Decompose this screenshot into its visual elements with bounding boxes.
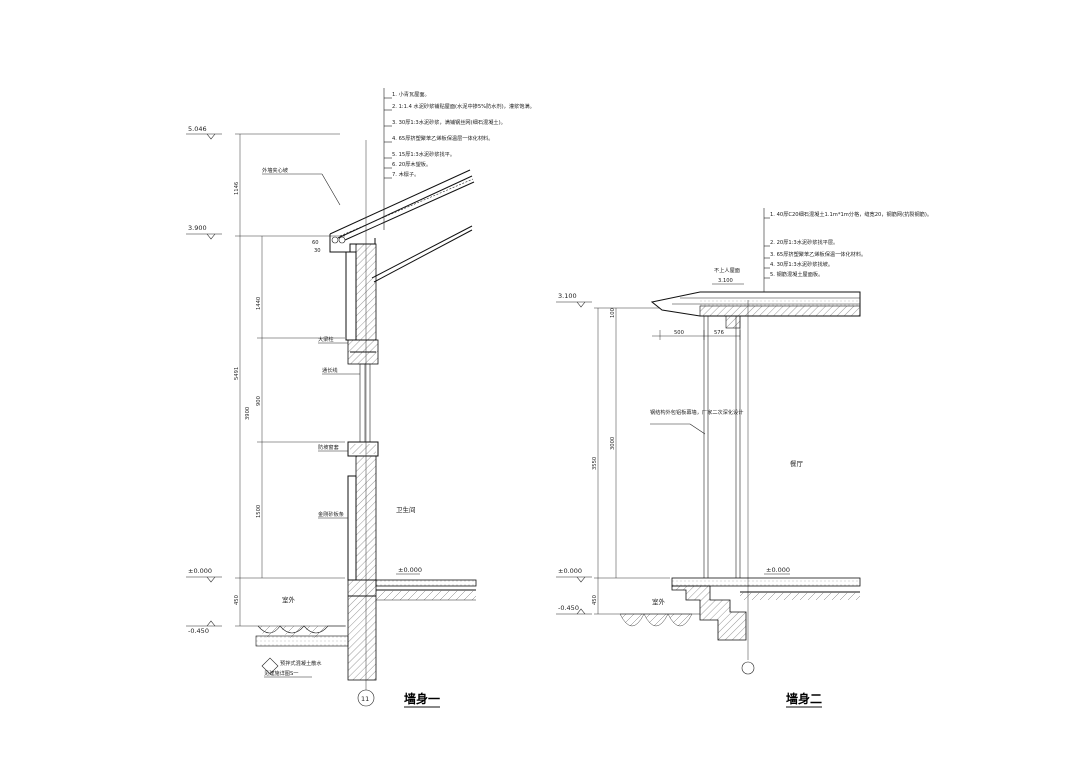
svg-text:3. 65厚挤塑聚苯乙烯板保温一体化材料。: 3. 65厚挤塑聚苯乙烯板保温一体化材料。 xyxy=(770,250,866,258)
svg-text:±0.000: ±0.000 xyxy=(398,566,422,574)
dimension-top-right: 500 576 xyxy=(652,330,741,340)
svg-text:900: 900 xyxy=(256,396,262,406)
svg-text:5491: 5491 xyxy=(234,367,240,380)
level-marker-3900: 3.900 xyxy=(186,224,222,240)
dimension-chain-outer: 1146 5491 450 xyxy=(234,133,345,627)
svg-text:预拌式混凝土散水: 预拌式混凝土散水 xyxy=(280,659,322,667)
svg-text:450: 450 xyxy=(592,595,598,605)
svg-text:3. 30厚1:3水泥砂浆，满铺钢丝网(细石混凝土)。: 3. 30厚1:3水泥砂浆，满铺钢丝网(细石混凝土)。 xyxy=(392,118,506,126)
svg-text:4. 65厚挤塑聚苯乙烯板保温层一体化材料。: 4. 65厚挤塑聚苯乙烯板保温层一体化材料。 xyxy=(392,134,493,142)
svg-text:7. 木檩子。: 7. 木檩子。 xyxy=(392,170,419,178)
dimension-chain-right: 3550 450 3000 100 xyxy=(592,307,670,615)
roof-notes-left: 1. 小青瓦屋面。 2. 1:1.4 水泥砂浆铺贴屋面(水泥中掺5%防水剂)，灌… xyxy=(383,88,535,230)
svg-text:不上人屋面: 不上人屋面 xyxy=(714,266,740,274)
svg-text:1440: 1440 xyxy=(256,297,262,310)
level-marker-3100: 3.100 xyxy=(556,292,592,308)
flat-roof: 不上人屋面 3.100 xyxy=(650,266,861,329)
svg-text:5.046: 5.046 xyxy=(188,125,207,133)
svg-text:卫生间: 卫生间 xyxy=(396,505,416,514)
roof-notes-right: 1. 40厚C20细石混凝土1.1m*1m分格，缝宽20，钢筋网(抗裂钢筋)。 … xyxy=(763,208,932,292)
svg-text:6. 20厚木望板。: 6. 20厚木望板。 xyxy=(392,160,431,168)
svg-text:见建施详图S一: 见建施详图S一 xyxy=(264,669,298,677)
svg-text:1146: 1146 xyxy=(234,182,240,195)
svg-text:5. 钢筋混凝土屋面板。: 5. 钢筋混凝土屋面板。 xyxy=(770,270,823,278)
svg-text:通长线: 通长线 xyxy=(322,366,338,374)
svg-text:-0.450: -0.450 xyxy=(188,627,209,635)
level-marker-neg450: -0.450 xyxy=(186,620,222,635)
svg-text:3.900: 3.900 xyxy=(188,224,207,232)
svg-text:1. 小青瓦屋面。: 1. 小青瓦屋面。 xyxy=(392,90,430,98)
floor-slab-left: ±0.000 xyxy=(375,566,477,601)
svg-text:450: 450 xyxy=(234,595,240,605)
svg-text:60: 60 xyxy=(312,240,319,246)
svg-text:-0.450: -0.450 xyxy=(558,604,579,612)
svg-text:±0.000: ±0.000 xyxy=(766,566,790,574)
svg-text:室外: 室外 xyxy=(282,595,296,604)
svg-text:±0.000: ±0.000 xyxy=(188,567,212,575)
svg-text:3900: 3900 xyxy=(245,407,251,420)
svg-text:1. 40厚C20细石混凝土1.1m*1m分格，缝宽20，钢: 1. 40厚C20细石混凝土1.1m*1m分格，缝宽20，钢筋网(抗裂钢筋)。 xyxy=(770,210,932,218)
svg-text:大梁柱: 大梁柱 xyxy=(318,335,334,343)
dimension-chain-inner: 1440 900 1500 3900 xyxy=(245,236,345,578)
svg-text:5. 15厚1:3水泥砂浆找平。: 5. 15厚1:3水泥砂浆找平。 xyxy=(392,150,455,158)
svg-text:2. 1:1.4 水泥砂浆铺贴屋面(水泥中掺5%防水剂)，灌: 2. 1:1.4 水泥砂浆铺贴屋面(水泥中掺5%防水剂)，灌浆饱满。 xyxy=(392,102,535,110)
floor-slab-right: ±0.000 xyxy=(671,566,861,675)
svg-text:3000: 3000 xyxy=(610,437,616,450)
svg-text:4. 30厚1:3水泥砂浆找坡。: 4. 30厚1:3水泥砂浆找坡。 xyxy=(770,260,833,268)
svg-text:500: 500 xyxy=(674,330,684,336)
callout-curtain-wall: 钢结构外包铝板幕墙，厂家二次深化设计 xyxy=(650,408,743,435)
level-marker-5046: 5.046 xyxy=(186,125,222,140)
svg-text:室外: 室外 xyxy=(652,597,666,606)
ground-left: 室外 卫生间 xyxy=(255,505,416,647)
svg-text:576: 576 xyxy=(714,330,724,336)
wall-section-2: 3.100 ±0.000 -0.450 3550 450 3000 100 xyxy=(556,208,932,708)
ground-right: 室外 餐厅 xyxy=(619,459,804,627)
wall-section-1: 5.046 3.900 ±0.000 -0.450 1146 54 xyxy=(186,88,535,708)
svg-text:金刚砂板条: 金刚砂板条 xyxy=(318,510,344,518)
svg-text:钢结构外包铝板幕墙，厂家二次深化设计: 钢结构外包铝板幕墙，厂家二次深化设计 xyxy=(650,408,743,416)
svg-text:1500: 1500 xyxy=(256,505,262,518)
svg-text:防坡窗套: 防坡窗套 xyxy=(318,443,340,451)
svg-text:±0.000: ±0.000 xyxy=(558,567,582,575)
svg-text:3.100: 3.100 xyxy=(718,278,733,284)
svg-text:3.100: 3.100 xyxy=(558,292,577,300)
level-marker-neg450-right: -0.450 xyxy=(556,604,592,615)
level-marker-000: ±0.000 xyxy=(186,567,222,583)
svg-text:餐厅: 餐厅 xyxy=(790,459,804,468)
svg-text:30: 30 xyxy=(314,248,321,254)
pitched-roof: 60 30 xyxy=(312,169,475,283)
svg-text:2. 20厚1:3水泥砂浆找平层。: 2. 20厚1:3水泥砂浆找平层。 xyxy=(770,238,838,246)
svg-text:外墙夹心坡: 外墙夹心坡 xyxy=(262,166,288,174)
svg-text:11: 11 xyxy=(361,695,369,703)
svg-text:100: 100 xyxy=(610,308,616,318)
title-wall-2: 墙身二 xyxy=(786,691,822,706)
svg-text:3550: 3550 xyxy=(592,457,598,470)
title-wall-1: 墙身一 xyxy=(404,691,440,706)
callouts-left: 外墙夹心坡 大梁柱 通长线 防坡窗套 金刚砂板条 预拌式混凝土散水 见建施详图S… xyxy=(261,166,360,678)
axis-marker: 11 xyxy=(357,140,375,707)
level-marker-000-right: ±0.000 xyxy=(556,567,592,583)
exterior-wall xyxy=(345,243,379,681)
